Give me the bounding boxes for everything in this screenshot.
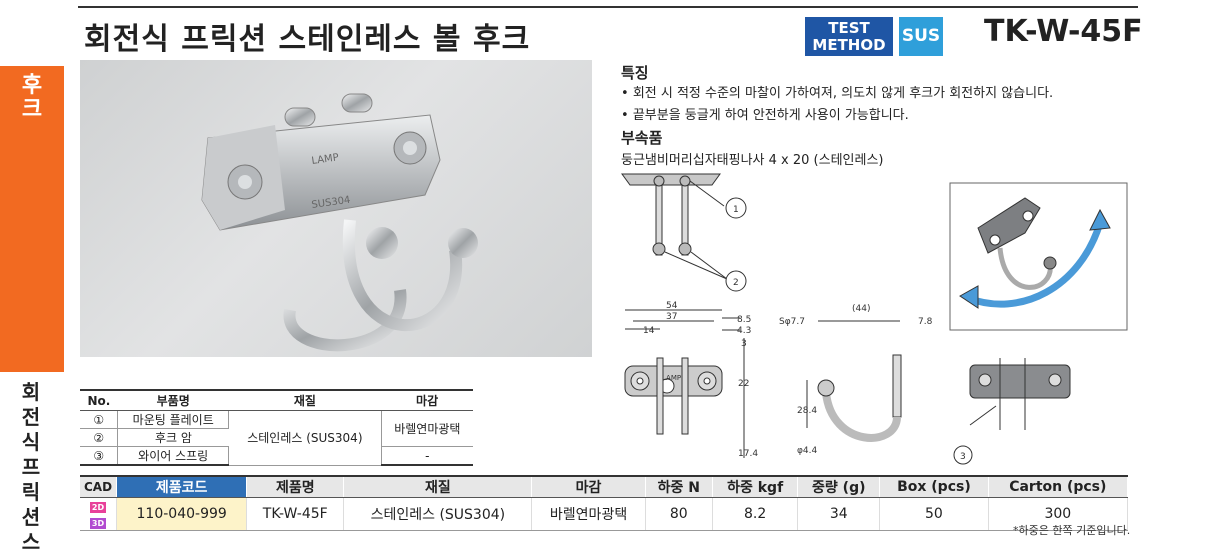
part-no: ③ (80, 446, 119, 466)
feature-item: • 끝부분을 둥글게 하여 안전하게 사용이 가능합니다. (621, 108, 909, 123)
dim-3: 3 (741, 339, 747, 349)
spec-header-finish: 마감 (531, 475, 646, 498)
spec-material: 스테인레스 (SUS304) (343, 497, 533, 531)
part-name: 와이어 스프링 (117, 446, 230, 466)
spec-name: TK-W-45F (246, 497, 345, 531)
hook-photo-illustration: LAMP SUS304 (201, 93, 478, 352)
part-material: 스테인레스 (SUS304) (228, 410, 382, 466)
dim-8-5: 8.5 (737, 315, 751, 325)
part-name: 마운팅 플레이트 (117, 410, 230, 429)
feature-text: 회전 시 적정 수준의 마찰이 가하여져, 의도치 않게 후크가 회전하지 않습… (632, 86, 1054, 101)
dim-37: 37 (666, 312, 677, 322)
spec-box: 50 (879, 497, 989, 531)
parts-header-finish: 마감 (381, 389, 473, 411)
page-title: 회전식 프릭션 스테인레스 볼 후크 (84, 22, 531, 57)
cad-download[interactable]: 2D3D (80, 497, 118, 531)
table-row: ③ 와이어 스프링 - (80, 446, 473, 466)
dim-7-8: 7.8 (918, 317, 933, 327)
technical-drawing: 1 2 3 54 37 14 8.5 4.3 3 22 17.4 Sφ7.7 (… (621, 173, 1128, 465)
spec-table: CAD 제품코드 제품명 재질 마감 하중 N 하중 kgf 중량 (g) Bo… (80, 475, 1129, 531)
spec-header-cad: CAD (80, 475, 118, 498)
part-no: ① (80, 410, 119, 429)
spec-header-load-n: 하중 N (645, 475, 713, 498)
spec-load-n: 80 (645, 497, 713, 531)
dim-17-4: 17.4 (738, 449, 758, 459)
parts-header-no: No. (80, 389, 118, 411)
parts-header-material: 재질 (228, 389, 382, 411)
footnote: *하중은 한쪽 기준입니다. (1013, 524, 1131, 537)
sidebar-tab-label: 후크 (21, 73, 43, 122)
callout-2: 2 (733, 278, 739, 288)
cad-3d-icon[interactable]: 3D (89, 518, 107, 529)
product-code: TK-W-45F (984, 14, 1143, 49)
photo-brand-text: LAMP (311, 152, 340, 167)
dim-28-4: 28.4 (797, 406, 817, 416)
feature-text: 끝부분을 둥글게 하여 안전하게 사용이 가능합니다. (632, 108, 909, 123)
features-heading: 특징 (621, 64, 649, 82)
table-row: ② 후크 암 (80, 428, 473, 447)
spec-header-name: 제품명 (246, 475, 345, 498)
dim-4-3: 4.3 (737, 326, 751, 336)
parts-header-name: 부품명 (117, 389, 229, 411)
photo-material-text: SUS304 (311, 195, 351, 211)
part-no: ② (80, 428, 119, 447)
spec-header-material: 재질 (343, 475, 533, 498)
top-rule (78, 6, 1138, 8)
sidebar-category-label: 회전식 프릭션 스 (21, 380, 41, 554)
accessories-heading: 부속품 (621, 129, 663, 147)
part-finish: - (381, 446, 473, 466)
test-method-badge: TEST METHOD 4 (805, 17, 893, 71)
feature-item: • 회전 시 적정 수준의 마찰이 가하여져, 의도치 않게 후크가 회전하지 … (621, 86, 1054, 101)
part-name: 후크 암 (117, 428, 229, 447)
table-row: ① 마운팅 플레이트 스테인레스 (SUS304) 바렐연마광택 (80, 410, 473, 466)
cad-2d-icon[interactable]: 2D (89, 502, 107, 513)
dim-sphere: Sφ7.7 (779, 317, 805, 327)
dim-phi: φ4.4 (797, 446, 818, 456)
dim-44: (44) (852, 304, 870, 314)
dim-22: 22 (738, 379, 749, 389)
accessories-text: 둥근냄비머리십자태핑나사 4 x 20 (스테인레스) (621, 153, 884, 168)
parts-table: No. 부품명 재질 마감 ① 마운팅 플레이트 스테인레스 (SUS304) … (80, 389, 473, 466)
product-photo: LAMP SUS304 (80, 60, 592, 357)
part-finish: 바렐연마광택 (381, 410, 473, 447)
dim-54: 54 (666, 301, 678, 311)
spec-header-code: 제품코드 (116, 475, 248, 498)
callout-3: 3 (960, 452, 966, 462)
badge-line-2: METHOD 4 (812, 36, 886, 71)
spec-load-kgf: 8.2 (712, 497, 799, 531)
badge-line-1: TEST (828, 19, 870, 37)
spec-weight: 34 (797, 497, 881, 531)
dim-14: 14 (643, 326, 655, 336)
spec-header-weight: 중량 (g) (797, 475, 881, 498)
spec-code: 110-040-999 (116, 497, 248, 531)
table-row: 2D3D 110-040-999 TK-W-45F 스테인레스 (SUS304)… (80, 497, 1129, 531)
sidebar-tab (0, 66, 64, 372)
spec-carton: 300 (988, 497, 1129, 531)
spec-header-load-kgf: 하중 kgf (712, 475, 799, 498)
sus-badge: SUS (899, 17, 943, 56)
front-plate-label: LAMP (662, 374, 681, 382)
spec-finish: 바렐연마광택 (531, 497, 646, 531)
callout-1: 1 (733, 205, 739, 215)
spec-header-carton: Carton (pcs) (988, 475, 1129, 498)
spec-header-box: Box (pcs) (879, 475, 989, 498)
